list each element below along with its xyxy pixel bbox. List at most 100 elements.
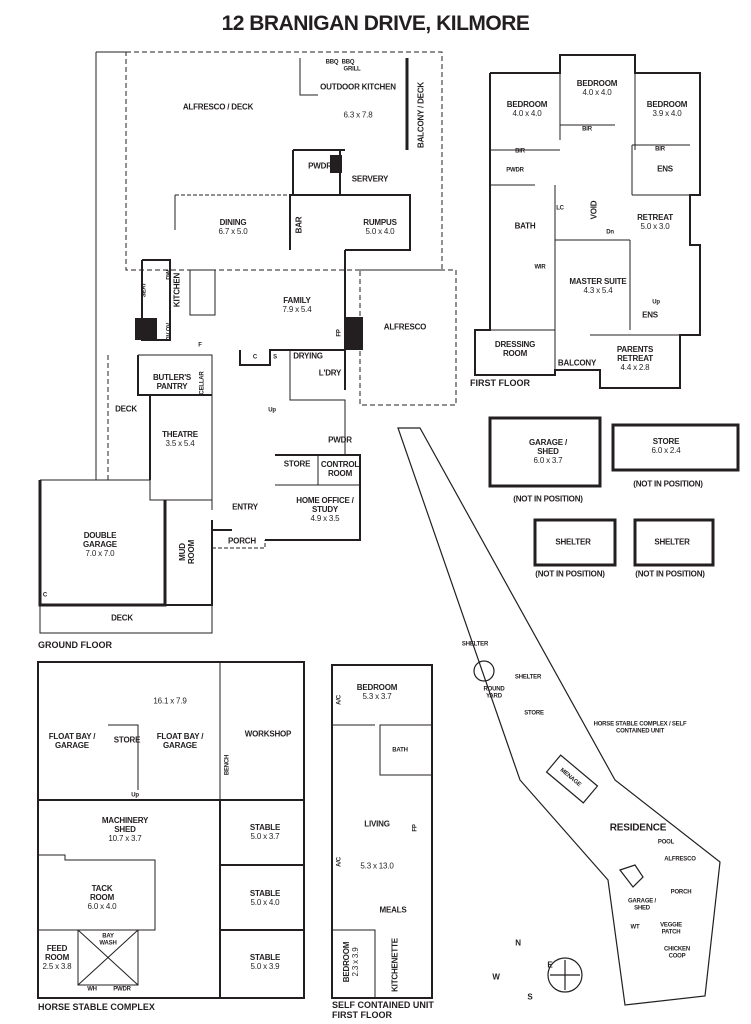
room-float-bay-2: FLOAT BAY / GARAGE [156,732,204,750]
compass-east: E [547,960,553,970]
stairs-up-label: Up [131,792,139,799]
room-name: BEDROOM [342,941,352,983]
horse-stable-walls [37,661,305,999]
room-scu-living: LIVING [364,819,390,829]
compass-north: N [515,938,521,948]
first-floor-walls [474,54,701,389]
linen-cupboard-label: LC [556,205,564,212]
room-dims: 4.0 x 4.0 [512,109,542,118]
stairs-down-label: Dn [606,229,614,236]
room-scu-bath: BATH [392,747,408,754]
room-name: FAMILY [283,296,311,306]
room-dims: 5.0 x 4.0 [365,227,395,236]
bench-label: BENCH [224,754,231,776]
room-bar: BAR [294,216,304,234]
room-dims: 5.3 x 3.7 [362,692,392,701]
site-shelter-1: SHELTER [461,641,489,648]
powder-label: PWDR [113,986,131,993]
room-alfresco-deck: ALFRESCO / DECK [182,102,254,112]
room-name: RETREAT [637,213,673,223]
site-garage-shed: GARAGE / SHED [627,898,657,911]
room-float-bay-1: FLOAT BAY / GARAGE [48,732,96,750]
compass-south: S [527,992,533,1002]
bir-label: BIR [655,146,665,153]
room-powder-lower: PWDR [328,435,352,445]
not-in-position-note: (NOT IN POSITION) [513,494,583,504]
room-outdoor-kitchen: OUTDOOR KITCHEN [320,82,396,92]
void-label: VOID [589,200,599,220]
room-scu-living-dims: 5.3 x 13.0 [360,861,394,871]
room-name: BEDROOM [576,79,618,89]
room-name: BEDROOM [506,100,548,110]
room-laundry: L'DRY [318,368,342,378]
room-mud-room: MUD ROOM [178,539,196,565]
room-deck-bottom: DECK [111,613,133,623]
room-dims: 3.5 x 5.4 [165,439,195,448]
page-title: 12 BRANIGAN DRIVE, KILMORE [221,12,530,35]
room-store: STORE [283,459,311,469]
room-alfresco: ALFRESCO [383,322,427,332]
site-residence: RESIDENCE [609,822,667,834]
room-dims: 5.0 x 4.0 [250,898,280,907]
ground-floor-walls [38,51,457,634]
room-powder: PWDR [308,161,332,171]
room-dims: 6.0 x 3.7 [533,455,563,465]
room-dims: 4.0 x 4.0 [582,88,612,97]
room-butlers-pantry: BUTLER'S PANTRY [152,373,192,391]
site-round-yard: ROUND YARD [483,686,505,699]
room-name: THEATRE [162,430,198,440]
seat-label: SEAT [141,282,148,298]
room-name: STABLE [249,823,281,833]
stairs-up-label: Up [268,407,276,414]
horse-stable-label: HORSE STABLE COMPLEX [38,1002,155,1012]
fireplace-label: FP [336,329,343,337]
room-name: PARENTS RETREAT [616,344,654,363]
room-dims: 5.0 x 3.9 [250,962,280,971]
room-drying: DRYING [293,351,323,361]
room-scu-meals: MEALS [379,905,407,915]
room-dims: 4.9 x 3.5 [310,513,340,523]
room-cellar: CELLAR [199,371,206,395]
room-scu-kitchenette: KITCHENETTE [390,938,400,992]
site-horse-stable: HORSE STABLE COMPLEX / SELF CONTAINED UN… [593,721,687,734]
room-dims: 5.0 x 3.7 [250,832,280,841]
bbq-label: BBQ [341,59,355,66]
room-dims: 4.3 x 5.4 [583,286,613,295]
room-name: STABLE [249,953,281,963]
aircon-label: A/C [336,695,343,705]
ground-floor-fill [135,155,358,350]
room-name: GARAGE / SHED [529,437,567,456]
room-name: FEED ROOM [44,943,70,962]
dishwasher-label: DW [166,270,173,280]
room-name: TACK ROOM [89,883,115,902]
room-ensuite-master: ENS [642,310,658,320]
room-dims: 3.9 x 4.0 [652,109,682,118]
shelf-label: S [273,354,277,361]
room-entry: ENTRY [232,502,258,512]
room-name: STABLE [249,889,281,899]
room-servery: SERVERY [351,174,389,184]
site-porch: PORCH [670,889,692,896]
outbuilding-shelter-1: SHELTER [555,537,591,547]
room-dressing-room: DRESSING ROOM [494,340,536,358]
room-dims: 6.7 x 5.0 [218,227,248,236]
first-floor-label: FIRST FLOOR [470,378,530,388]
site-chicken-coop: CHICKEN COOP [664,946,690,959]
room-dims: 4.4 x 2.8 [620,362,650,372]
site-water-tank: WT [630,924,640,931]
room-balcony: BALCONY [557,358,597,368]
room-dims: 2.5 x 3.8 [42,961,72,971]
